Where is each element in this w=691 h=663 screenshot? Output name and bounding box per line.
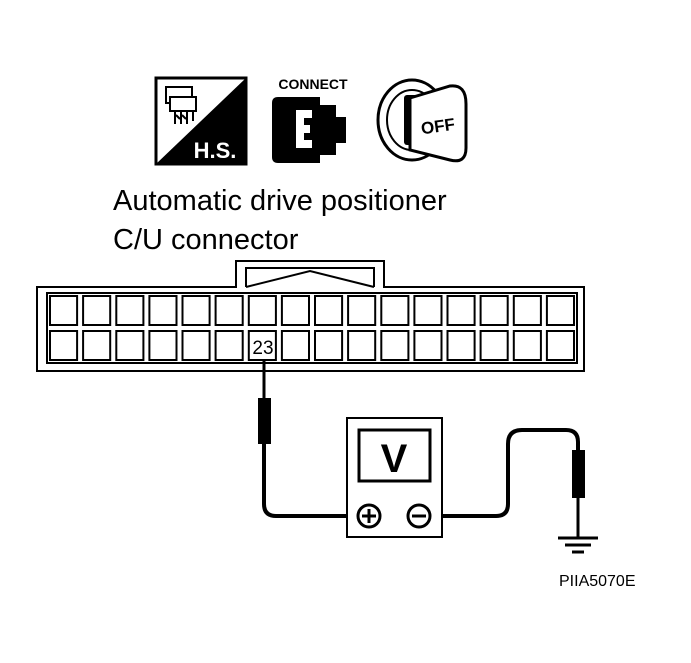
positive-terminal-icon xyxy=(356,503,382,529)
terminal-cavity xyxy=(115,295,145,326)
connect-label: CONNECT xyxy=(278,76,348,92)
voltmeter: V xyxy=(346,417,443,538)
terminal-cavity xyxy=(479,330,509,361)
terminal-cavity xyxy=(181,295,211,326)
figure-code: PIIA5070E xyxy=(559,573,636,590)
terminal-cavity xyxy=(545,295,576,326)
ground-probe-body xyxy=(572,450,585,498)
ignition-key-off-icon: OFF xyxy=(376,78,468,163)
terminal-cavity xyxy=(247,295,277,326)
connect-icon: CONNECT xyxy=(272,76,348,163)
terminal-cavity xyxy=(479,295,509,326)
connector-title-line2: C/U connector xyxy=(113,224,299,256)
harness-connector-pictogram xyxy=(165,86,197,124)
hs-label: H.S. xyxy=(194,138,237,163)
terminal-cavity xyxy=(148,330,178,361)
terminal-23-label: 23 xyxy=(252,338,273,359)
terminal-cavity xyxy=(115,330,145,361)
negative-lead-wire xyxy=(432,428,580,518)
terminal-cavity xyxy=(49,295,79,326)
terminal-cavity xyxy=(545,330,576,361)
terminal-cavity xyxy=(380,330,410,361)
positive-probe-body xyxy=(258,398,271,444)
terminal-cavity xyxy=(413,330,443,361)
terminal-cavity xyxy=(446,295,476,326)
terminal-cavity xyxy=(446,330,476,361)
terminal-cavity xyxy=(49,330,79,361)
terminal-cavity xyxy=(347,330,377,361)
voltmeter-label: V xyxy=(381,437,408,481)
positive-lead-wire xyxy=(262,444,356,518)
key-head-shape xyxy=(408,84,468,163)
terminal-cavity xyxy=(380,295,410,326)
connector-outer-housing xyxy=(36,260,585,372)
terminal-cavity xyxy=(512,330,542,361)
terminal-cavity xyxy=(247,330,277,361)
terminal-cavity xyxy=(347,295,377,326)
test-leads xyxy=(258,360,585,538)
terminal-cavity xyxy=(280,330,310,361)
ignition-off-label: OFF xyxy=(420,115,456,139)
terminal-cavity xyxy=(413,295,443,326)
voltmeter-display xyxy=(357,428,432,483)
terminal-cavity xyxy=(214,295,244,326)
terminal-cavity xyxy=(181,330,211,361)
connector-lock-tab xyxy=(245,267,375,287)
terminal-cavity xyxy=(148,295,178,326)
terminal-cavity xyxy=(214,330,244,361)
harness-side-icon: H.S. xyxy=(154,76,248,166)
terminal-cavity xyxy=(280,295,310,326)
terminal-grid xyxy=(49,295,576,361)
connector-cavity xyxy=(46,292,578,364)
terminal-cavity xyxy=(512,295,542,326)
connector-title-line1: Automatic drive positioner xyxy=(113,185,447,217)
terminal-cavity xyxy=(314,330,344,361)
terminal-cavity xyxy=(82,330,112,361)
terminal-cavity xyxy=(314,295,344,326)
negative-terminal-icon xyxy=(406,503,432,529)
connector-body xyxy=(36,260,585,372)
terminal-cavity xyxy=(82,295,112,326)
ground-symbol-icon xyxy=(558,536,598,554)
